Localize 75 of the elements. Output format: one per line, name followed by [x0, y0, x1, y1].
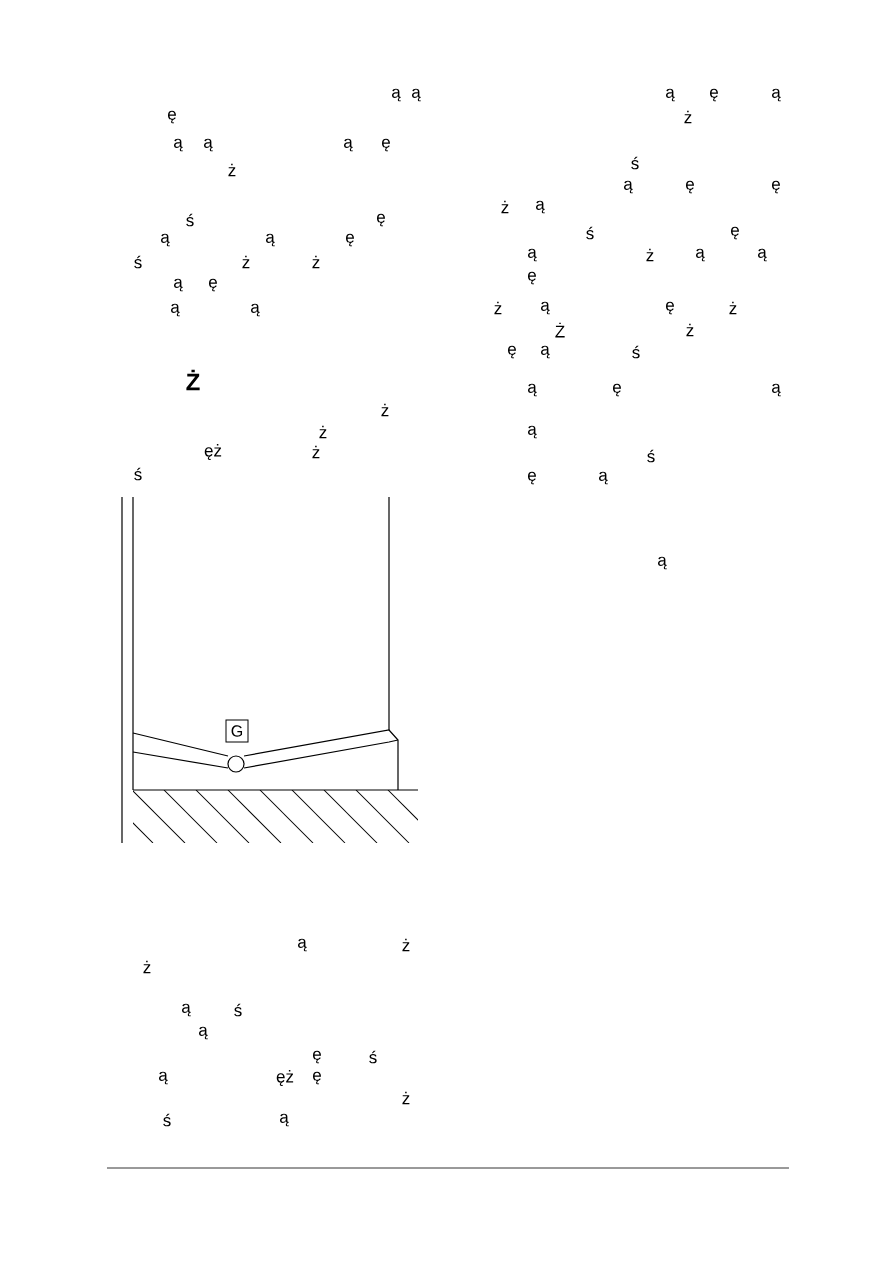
text-fragment: ę: [168, 110, 176, 124]
text-fragment: ż: [402, 938, 410, 952]
text-fragment: ą: [266, 233, 275, 247]
text-fragment: ż: [501, 200, 509, 214]
text-fragment: ę: [209, 278, 217, 292]
text-fragment: ś: [632, 345, 640, 359]
text-fragment: ż: [312, 255, 320, 269]
text-fragment: ę: [613, 383, 621, 397]
text-fragment: ą: [199, 1026, 208, 1040]
text-fragment: ś: [234, 1003, 242, 1017]
text-fragment: ę: [313, 1050, 321, 1064]
text-fragment: ęż: [276, 1070, 294, 1086]
text-fragment: ą: [159, 1071, 168, 1085]
text-fragment: ę: [346, 233, 354, 247]
text-fragment: ą: [280, 1113, 289, 1127]
text-fragment: ś: [186, 213, 194, 227]
text-fragment: ą: [772, 383, 781, 397]
text-fragment: ą: [174, 138, 183, 152]
text-fragment: ż: [143, 960, 151, 974]
text-fragment: ę: [731, 226, 739, 240]
text-fragment: ę: [382, 138, 390, 152]
text-fragment: ś: [586, 226, 594, 240]
text-fragment: ą: [599, 471, 608, 485]
text-fragment: ż: [686, 323, 694, 337]
text-fragment: ą: [541, 301, 550, 315]
text-fragment: ą: [392, 88, 401, 102]
text-fragment: ą: [412, 88, 421, 102]
text-fragment: ę: [666, 301, 674, 315]
text-fragment: ę: [508, 345, 516, 359]
heading: Ż: [186, 369, 200, 391]
letter-box: G: [225, 719, 249, 743]
text-fragment: ą: [204, 138, 213, 152]
text-fragment: ą: [171, 303, 180, 317]
text-fragment: ą: [758, 248, 767, 262]
text-fragment: ą: [541, 345, 550, 359]
text-fragment: ą: [536, 200, 545, 214]
text-fragment: ś: [369, 1050, 377, 1064]
text-fragment: ę: [710, 88, 718, 102]
text-fragment: ś: [134, 255, 142, 269]
text-fragment: ż: [402, 1091, 410, 1105]
text-fragment: ą: [528, 383, 537, 397]
text-fragment: ę: [377, 213, 385, 227]
text-fragment: ś: [631, 156, 639, 170]
text-fragment: ą: [182, 1003, 191, 1017]
text-fragment: ż: [684, 110, 692, 124]
text-fragment: ś: [163, 1113, 171, 1127]
text-fragment: ą: [174, 278, 183, 292]
text-fragment: ż: [494, 301, 502, 315]
text-fragment: ś: [647, 449, 655, 463]
text-fragment: ą: [344, 138, 353, 152]
text-fragment: ż: [242, 255, 250, 269]
text-fragment: ą: [624, 180, 633, 194]
text-fragment: ę: [528, 471, 536, 485]
text-fragment: ą: [696, 248, 705, 262]
text-fragment: ą: [772, 88, 781, 102]
text-fragment: ę: [686, 180, 694, 194]
text-fragment: ęż: [204, 444, 222, 460]
text-fragment: ą: [251, 303, 260, 317]
text-fragment: ą: [666, 88, 675, 102]
text-fragment: ż: [729, 301, 737, 315]
text-fragment: ę: [772, 180, 780, 194]
text-fragment: ż: [646, 248, 654, 262]
text-fragment: ą: [528, 248, 537, 262]
text-fragment: ą: [528, 425, 537, 439]
text-fragment: ę: [528, 271, 536, 285]
text-fragment: ę: [313, 1071, 321, 1085]
text-fragment: ą: [161, 233, 170, 247]
text-fragment: ż: [228, 163, 236, 177]
text-fragment: ż: [312, 445, 320, 459]
text-fragment: ą: [298, 938, 307, 952]
text-fragment: Ż: [555, 322, 565, 338]
text-fragment: ż: [319, 425, 327, 439]
text-fragment: ż: [381, 403, 389, 417]
text-fragment: ą: [658, 556, 667, 570]
text-fragment: ś: [134, 467, 142, 481]
